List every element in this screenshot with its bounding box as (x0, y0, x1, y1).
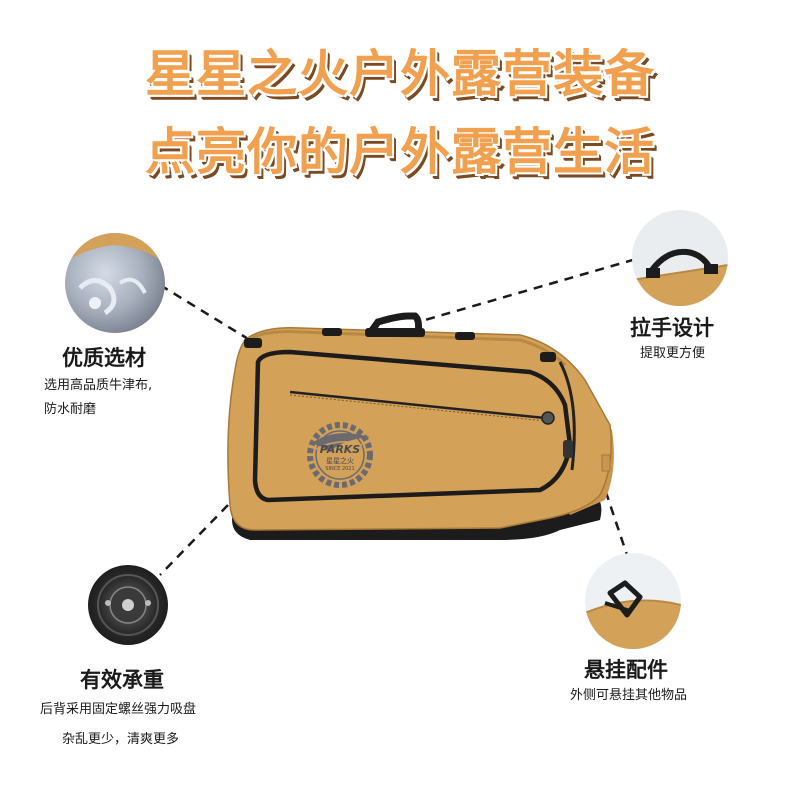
material-closeup-image (65, 233, 165, 333)
feature-title-hanger: 悬挂配件 (584, 658, 668, 682)
feature-desc-load-2: 杂乱更少，清爽更多 (62, 732, 180, 747)
feature-desc-load-1: 后背采用固定螺丝强力吸盘 (40, 702, 197, 717)
headline-line-2: 点亮你的户外露营生活 (145, 123, 655, 181)
logo-brand-text: PARKS (319, 443, 361, 456)
feature-title-material: 优质选材 (62, 346, 146, 370)
d-ring-closeup-image (585, 553, 681, 649)
logo-cn-text: 星星之火 (326, 457, 354, 465)
connector-handle (417, 253, 651, 324)
feature-desc-material-2: 防水耐磨 (44, 402, 97, 417)
connector-suction (159, 504, 229, 576)
feature-desc-material-1: 选用高品质牛津布, (44, 378, 153, 393)
feature-desc-handle-1: 提取更方便 (640, 346, 706, 361)
feature-title-load: 有效承重 (80, 668, 164, 692)
connector-material (159, 283, 259, 347)
logo-since-text: SINCE 2021 (325, 466, 355, 472)
brand-logo-icon (307, 422, 373, 488)
suction-cup-closeup-image (88, 565, 168, 645)
headline-line-1: 星星之火户外露营装备 (145, 45, 655, 103)
feature-title-handle: 拉手设计 (630, 316, 714, 340)
handle-closeup-image (632, 210, 728, 306)
feature-desc-hanger-1: 外侧可悬挂其他物品 (570, 688, 688, 703)
